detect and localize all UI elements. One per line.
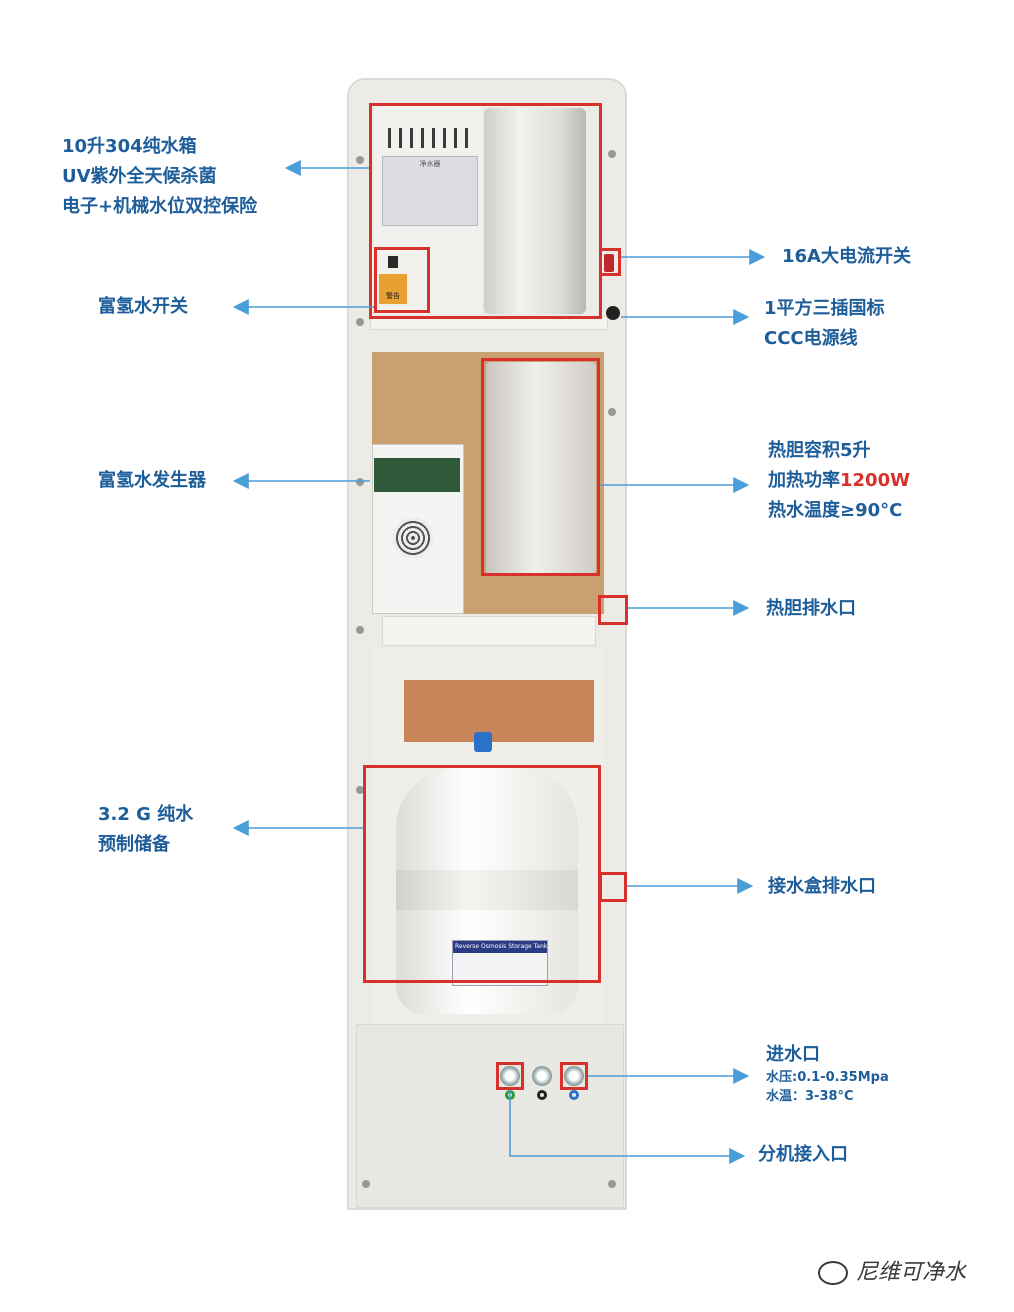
power-switch[interactable] (604, 254, 614, 272)
mount-hole (362, 1180, 370, 1188)
fan-icon (393, 518, 433, 558)
mount-hole (356, 786, 364, 794)
tank-vents (388, 128, 468, 148)
highlight-port-left (496, 1062, 524, 1090)
blue-valve (474, 732, 492, 752)
label-storage: 3.2 G 纯水 预制储备 (98, 800, 193, 860)
mount-hole (356, 318, 364, 326)
tank-sticker: 净水器 (382, 156, 478, 226)
mount-hole (356, 478, 364, 486)
pure-water-tank (484, 108, 586, 314)
watermark-text: 尼维可净水 (856, 1260, 967, 1285)
power-cord-plug (606, 306, 620, 320)
port-ring-black (537, 1090, 547, 1100)
mount-hole (608, 408, 616, 416)
label-h2-switch: 富氢水开关 (98, 296, 188, 317)
label-heater-drain: 热胆排水口 (766, 598, 856, 619)
label-inlet-details: 水压:0.1-0.35Mpa 水温：3-38°C (766, 1068, 889, 1106)
label-heater-power-prefix: 加热功率 (768, 470, 840, 491)
label-tank-line2: UV紫外全天候杀菌 (62, 166, 217, 187)
h2-switch-button[interactable] (388, 256, 398, 268)
label-inlet-title: 进水口 (766, 1044, 820, 1065)
warning-text: 警告 (386, 292, 400, 300)
label-storage-line1: 3.2 G 纯水 (98, 804, 194, 825)
watermark: 尼维可净水 (818, 1254, 966, 1286)
h2-generator-board (374, 458, 460, 492)
label-power-cord-line2: CCC电源线 (764, 328, 858, 349)
highlight-h2-switch (374, 247, 430, 313)
label-heater-power: 加热功率1200W (768, 466, 910, 496)
inlet-port-middle[interactable] (532, 1066, 552, 1086)
storage-tank-label-text: Reverse Osmosis Storage Tank (453, 941, 547, 953)
port-ring-blue (569, 1090, 579, 1100)
lower-back-board (404, 680, 594, 742)
label-heater-capacity: 热胆容积5升 (768, 440, 871, 461)
label-tray-drain: 接水盒排水口 (768, 876, 876, 897)
label-heater: 热胆容积5升 加热功率1200W 热水温度≥90°C (768, 436, 910, 526)
wechat-icon (818, 1261, 848, 1285)
label-heater-power-value: 1200W (840, 470, 910, 491)
mount-hole (356, 626, 364, 634)
middle-shelf (382, 616, 596, 646)
storage-tank-band (396, 870, 578, 910)
highlight-port-right (560, 1062, 588, 1090)
mount-hole (608, 150, 616, 158)
storage-tank-label: Reverse Osmosis Storage Tank (452, 940, 548, 986)
label-heater-temp: 热水温度≥90°C (768, 500, 903, 521)
label-inlet-pressure: 水压:0.1-0.35Mpa (766, 1070, 889, 1085)
hot-water-heater (486, 362, 596, 574)
label-power-cord: 1平方三插国标 CCC电源线 (764, 294, 885, 354)
label-tank-line1: 10升304纯水箱 (62, 136, 197, 157)
label-power-cord-line1: 1平方三插国标 (764, 298, 885, 319)
highlight-heater-drain (598, 595, 628, 625)
highlight-current-switch (599, 248, 621, 276)
inlet-port-left[interactable] (500, 1066, 520, 1086)
warning-sticker: 警告 (379, 274, 407, 304)
mount-hole (608, 1180, 616, 1188)
inlet-port-right[interactable] (564, 1066, 584, 1086)
label-sub-inlet: 分机接入口 (758, 1144, 848, 1165)
label-h2-generator: 富氢水发生器 (98, 470, 206, 491)
base-panel (356, 1024, 624, 1208)
arrow-sub-inlet (509, 1090, 746, 1164)
label-tank: 10升304纯水箱 UV紫外全天候杀菌 电子+机械水位双控保险 (62, 132, 257, 222)
label-inlet-temp: 水温：3-38°C (766, 1089, 854, 1104)
tank-sticker-text: 净水器 (419, 160, 441, 168)
mount-hole (356, 156, 364, 164)
highlight-tray-drain (599, 872, 627, 902)
label-current-switch: 16A大电流开关 (782, 246, 911, 267)
highlight-heater (481, 358, 600, 576)
highlight-pure-water-tank (369, 103, 602, 319)
label-tank-line3: 电子+机械水位双控保险 (62, 196, 258, 217)
label-storage-line2: 预制储备 (98, 834, 170, 855)
